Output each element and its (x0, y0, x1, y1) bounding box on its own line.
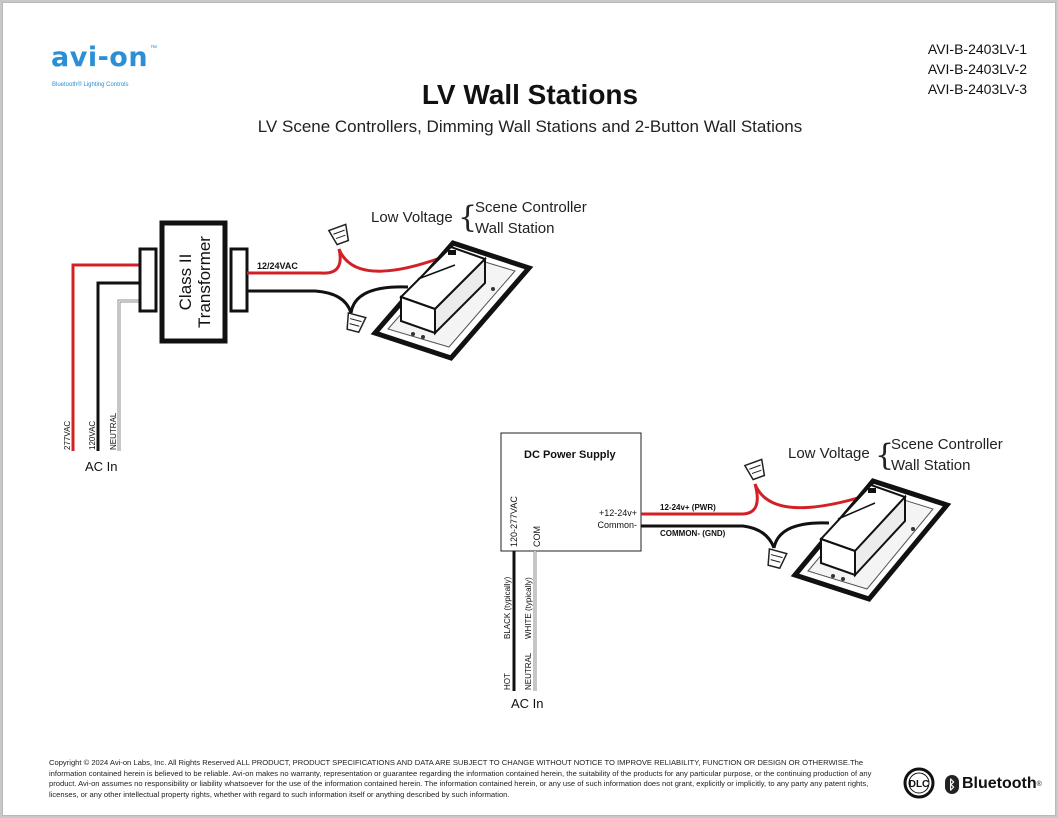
hot-120vac-wire (96, 281, 140, 451)
device-lead-black (349, 285, 409, 314)
wire-nut-top (743, 458, 766, 481)
hot-277vac-wire (71, 263, 140, 451)
wire-label-120vac: 120VAC (88, 421, 97, 450)
curly-brace: { (875, 438, 894, 473)
bluetooth-wordmark: Bluetooth (962, 775, 1037, 792)
bluetooth-icon: ᛒ (945, 774, 959, 794)
top-wiring-diagram: Class II Transformer 12/24VAC (63, 199, 587, 474)
gnd-wire (641, 524, 776, 549)
model-numbers: AVI-B-2403LV-1 AVI-B-2403LV-2 AVI-B-2403… (928, 39, 1027, 99)
neutral-label: NEUTRAL (524, 652, 533, 690)
ac-in-label: AC In (85, 459, 118, 474)
output-voltage-label: 12/24VAC (257, 261, 298, 271)
bottom-wiring-diagram: DC Power Supply 120-277VAC COM +12-24v+ … (500, 432, 1003, 711)
scene-controller-device (370, 240, 534, 361)
logo-tagline: Bluetooth® Lighting Controls (52, 82, 129, 88)
ac-in-label: AC In (511, 696, 544, 711)
device-lead-black (772, 521, 830, 549)
black-wire-label: BLACK (typically) (503, 576, 512, 639)
low-voltage-label: Low Voltage (788, 445, 870, 462)
device-lead-red (753, 483, 869, 510)
plus-terminal-label: +12-24v+ (599, 508, 637, 518)
model-number: AVI-B-2403LV-1 (927, 41, 1027, 57)
white-wire-label: WHITE (typically) (524, 577, 533, 639)
wiring-diagram: Class II Transformer 12/24VAC (63, 199, 1003, 711)
page-title: LV Wall Stations (421, 79, 639, 110)
bluetooth-registered-mark: ® (1036, 780, 1042, 788)
page-subtitle: LV Scene Controllers, Dimming Wall Stati… (257, 117, 803, 136)
device-name-line1: Scene Controller (891, 436, 1003, 453)
supply-title: DC Power Supply (524, 449, 617, 461)
device-name-line2: Wall Station (475, 220, 554, 237)
gnd-wire-label: COMMON- (GND) (660, 529, 726, 538)
pwr-wire-label: 12-24v+ (PWR) (660, 503, 716, 512)
logo-wordmark: avi-on (51, 42, 149, 73)
dlc-certification-icon: DLC (903, 767, 935, 799)
model-number: AVI-B-2403LV-3 (927, 81, 1027, 97)
transformer-label-line1: Class II (176, 254, 195, 311)
curly-brace: { (458, 200, 477, 235)
dc-power-supply-box (500, 432, 642, 552)
wire-nut-top (327, 223, 350, 246)
copyright-notice: Copyright © 2024 Avi-on Labs, Inc. All R… (49, 758, 872, 799)
wire-nut-bottom (767, 547, 788, 570)
wire-label-277vac: 277VAC (63, 421, 72, 450)
bluetooth-logo: ᛒ Bluetooth® (945, 773, 1042, 795)
common-terminal-label: Common- (597, 520, 637, 530)
com-terminal-label: COM (532, 526, 542, 547)
class-ii-transformer: Class II Transformer (138, 220, 249, 344)
logo-trademark: ™ (150, 45, 157, 52)
model-number: AVI-B-2403LV-2 (927, 61, 1027, 77)
low-voltage-label: Low Voltage (371, 209, 453, 226)
neutral-wire (117, 299, 140, 451)
device-lead-red (337, 248, 444, 273)
scene-controller-device (790, 478, 952, 602)
input-terminal-label: 120-277VAC (509, 496, 519, 547)
hot-label: HOT (503, 673, 512, 690)
dlc-text: DLC (909, 779, 930, 790)
wire-label-neutral: NEUTRAL (109, 412, 118, 450)
neutral-wire-core (118, 300, 140, 451)
wire-nut-bottom (346, 311, 367, 334)
device-name-line2: Wall Station (891, 457, 970, 474)
device-name-line1: Scene Controller (475, 199, 587, 216)
output-common-wire (247, 289, 353, 314)
avion-logo: avi-on ™ Bluetooth® Lighting Controls (49, 41, 159, 93)
transformer-label-line2: Transformer (195, 236, 214, 328)
